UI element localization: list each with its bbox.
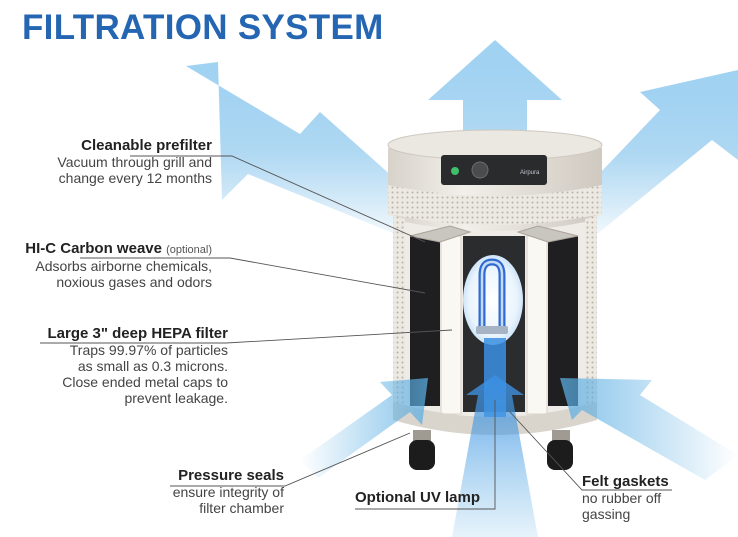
- callout-prefilter: Cleanable prefilter Vacuum through grill…: [20, 137, 212, 187]
- callout-carbon-line-2: noxious gases and odors: [56, 274, 212, 290]
- airflow-arrow-up-right: [560, 70, 738, 240]
- hepa-filter-left: [440, 235, 462, 415]
- airflow-arrow-in-left: [300, 378, 428, 478]
- page-title: FILTRATION SYSTEM: [22, 8, 384, 47]
- leader-prefilter: [130, 155, 426, 243]
- brand-logo: Airpura: [520, 170, 540, 176]
- callout-hepa-line-2: as small as 0.3 microns.: [77, 358, 228, 374]
- callout-gaskets-heading: Felt gaskets: [582, 473, 669, 490]
- airflow-arrow-up-left: [186, 62, 430, 240]
- carbon-filter-left: [410, 236, 440, 406]
- callout-seals-line-2: filter chamber: [199, 500, 284, 516]
- hepa-filter-right: [526, 235, 548, 415]
- callout-prefilter-line-2: change every 12 months: [58, 170, 212, 186]
- leader-hepa: [40, 329, 453, 344]
- leader-seals: [170, 432, 411, 487]
- leader-lines: [40, 155, 672, 510]
- leader-gaskets: [509, 411, 672, 491]
- callout-carbon-line-1: Adsorbs airborne chemicals,: [35, 258, 212, 274]
- control-panel: [441, 155, 547, 185]
- callout-uv-heading: Optional UV lamp: [355, 489, 481, 506]
- callout-hepa-line-4: prevent leakage.: [124, 390, 228, 406]
- callout-carbon-heading: HI-C Carbon weave: [25, 240, 162, 257]
- purifier-body: Airpura: [387, 129, 603, 470]
- callout-carbon: HI-C Carbon weave (optional) Adsorbs air…: [0, 240, 212, 291]
- leader-carbon: [80, 257, 426, 294]
- callout-prefilter-line-1: Vacuum through grill and: [57, 154, 212, 170]
- callout-hepa-line-1: Traps 99.97% of particles: [69, 342, 228, 358]
- airflow-arrow-in-right: [560, 378, 738, 480]
- callout-prefilter-heading: Cleanable prefilter: [81, 137, 212, 154]
- uv-glow: [463, 255, 523, 345]
- callout-hepa-line-3: Close ended metal caps to: [62, 374, 228, 390]
- callout-carbon-note: (optional): [166, 244, 212, 256]
- callout-uv: Optional UV lamp: [355, 490, 515, 506]
- callout-hepa-heading: Large 3" deep HEPA filter: [47, 325, 229, 342]
- callout-gaskets: Felt gaskets no rubber off gassing: [582, 473, 732, 523]
- carbon-filter-right: [548, 236, 578, 406]
- callout-seals-heading: Pressure seals: [178, 467, 284, 484]
- callout-gaskets-line-1: no rubber off: [582, 490, 662, 506]
- callout-seals-line-1: ensure integrity of: [172, 484, 284, 500]
- leader-uv: [355, 400, 496, 510]
- callout-hepa: Large 3" deep HEPA filter Traps 99.97% o…: [10, 325, 229, 407]
- callout-gaskets-line-2: gassing: [582, 506, 631, 522]
- caster-wheels: [409, 430, 573, 470]
- callout-seals: Pressure seals ensure integrity of filte…: [100, 467, 284, 517]
